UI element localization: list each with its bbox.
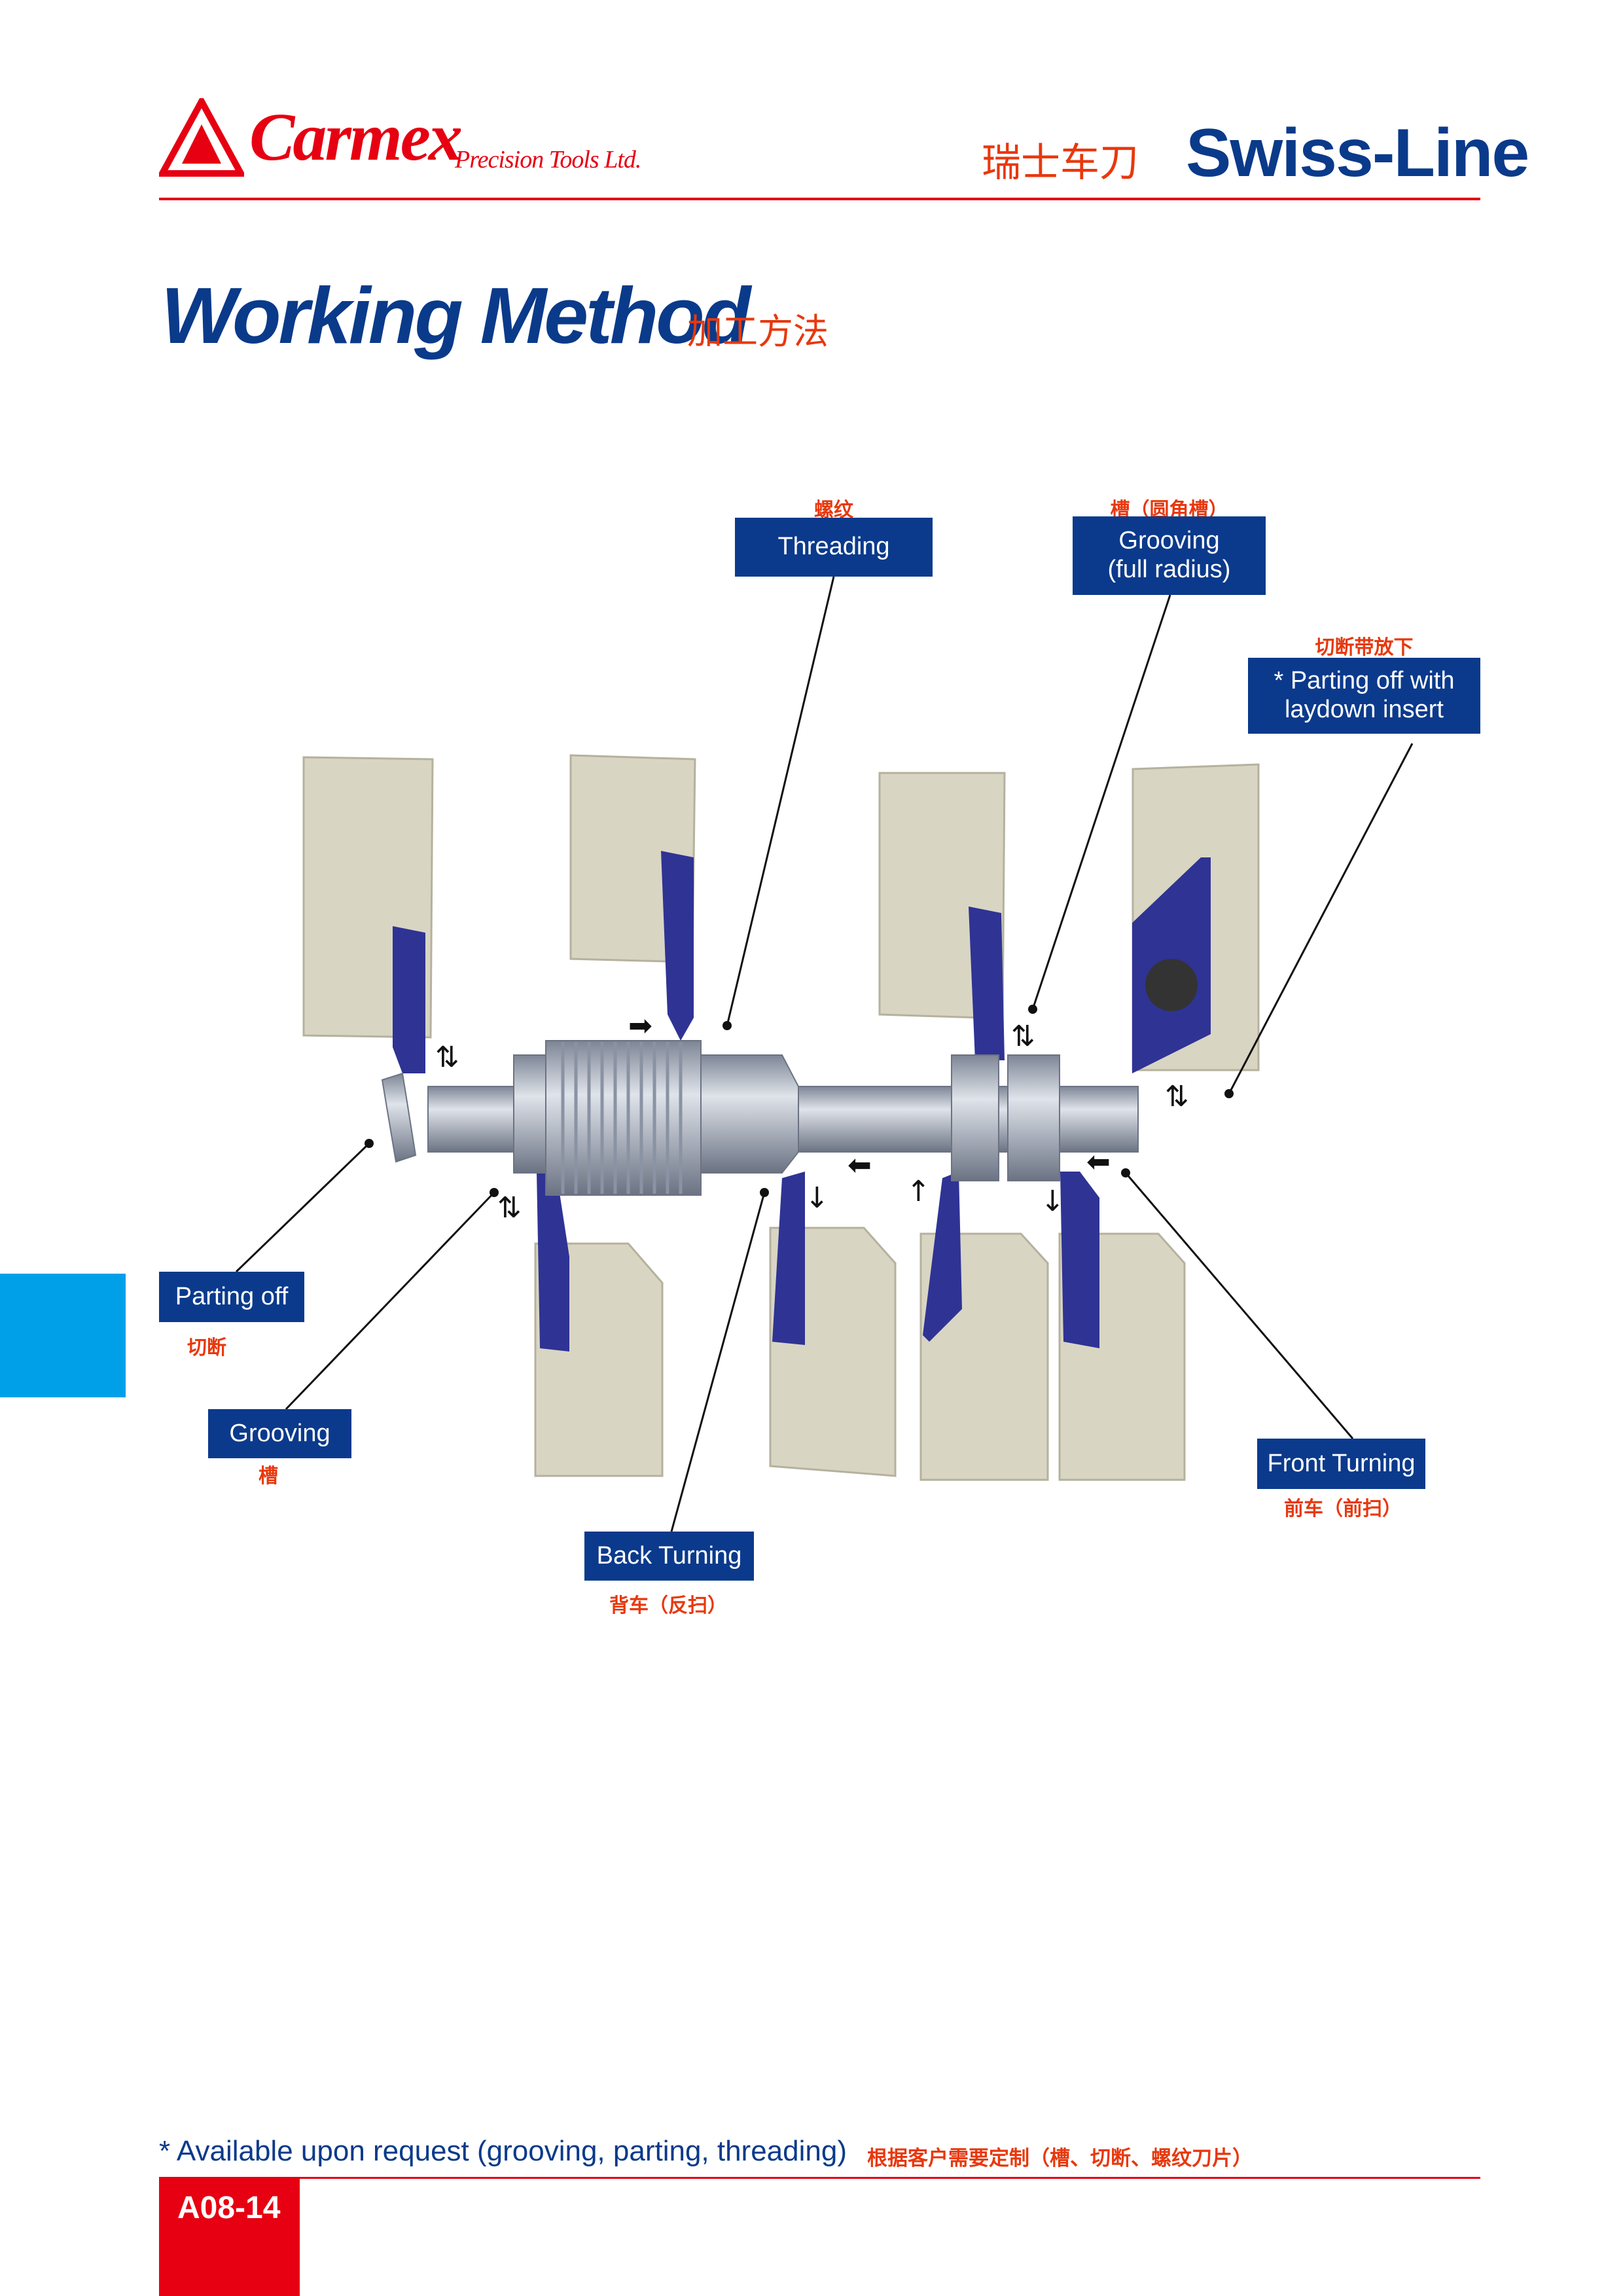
footnote-cn: 根据客户需要定制（槽、切断、螺纹刀片）: [867, 2147, 1253, 2170]
svg-text:⇅: ⇅: [1011, 1020, 1035, 1053]
grooving-text: Grooving: [229, 1419, 330, 1447]
product-line-title: Swiss-Line: [1186, 115, 1529, 191]
back-turning-text: Back Turning: [596, 1541, 742, 1570]
grooving-label: Grooving: [208, 1409, 351, 1458]
page-number-box: A08-14: [159, 2178, 300, 2296]
front-turning-tool: [1060, 1172, 1099, 1348]
thread-lines: [561, 1042, 683, 1194]
parting-off-with-text: * Parting off with: [1274, 667, 1455, 695]
threading-label: Threading: [735, 518, 933, 577]
grooving-tool-lower: [537, 1172, 569, 1352]
full-radius-text: (full radius): [1107, 556, 1231, 583]
parting-off-text: Parting off: [175, 1282, 289, 1310]
threading-text: Threading: [777, 533, 890, 561]
page-title-cn: 加工方法: [687, 311, 829, 352]
grooving-full-radius-label: Grooving(full radius): [1073, 516, 1266, 595]
page-number: A08-14: [177, 2191, 281, 2225]
carmex-logo: Carmex Precision Tools Ltd.: [159, 98, 643, 180]
header-divider: [159, 198, 1480, 200]
svg-text:⇅: ⇅: [497, 1191, 522, 1225]
svg-text:↓: ↓: [1041, 1185, 1065, 1218]
parting-off-label-cn: 切断: [187, 1336, 226, 1359]
feed-arrows: ⇅ ➡ ⇅ ⇅ ⇅ ⬅ ↓ ↑ ↓ ⬅: [435, 1009, 1189, 1225]
grooving-label-cn: 槽: [259, 1465, 278, 1488]
insert-screw: [1145, 959, 1198, 1011]
parting-tool: [393, 926, 425, 1073]
svg-text:↓: ↓: [805, 1181, 829, 1215]
workpiece-collar: [513, 1054, 547, 1174]
brand-subtitle: Precision Tools Ltd.: [455, 146, 641, 173]
back-turning-label: Back Turning: [584, 1532, 754, 1581]
grooving-tool: [969, 906, 1005, 1060]
front-turning-label: Front Turning: [1257, 1439, 1425, 1489]
leader-arrowheads: [365, 1005, 1234, 1197]
front-turning-label-cn: 前车（前扫）: [1284, 1498, 1402, 1520]
svg-text:⬅: ⬅: [847, 1149, 872, 1182]
grooving-text: Grooving: [1118, 527, 1220, 555]
carmex-triangle-icon: [159, 98, 244, 177]
svg-text:⬅: ⬅: [1086, 1145, 1111, 1179]
front-turning-text: Front Turning: [1267, 1449, 1416, 1477]
back-turning-label-cn: 背车（反扫）: [609, 1594, 727, 1617]
workpiece-thread: [545, 1040, 702, 1196]
svg-text:⇅: ⇅: [435, 1041, 459, 1074]
laydown-insert-text: laydown insert: [1285, 696, 1444, 723]
leader-lines: [235, 576, 1414, 1532]
parted-disc: [381, 1072, 417, 1163]
svg-text:↑: ↑: [906, 1175, 931, 1208]
threading-tool: [661, 851, 694, 1041]
workpiece-groove-collar: [951, 1054, 999, 1181]
footer-divider: [159, 2177, 1480, 2179]
parting-off-label: Parting off: [159, 1272, 304, 1322]
footnote: * Available upon request (grooving, part…: [159, 2135, 847, 2167]
svg-text:⇅: ⇅: [1165, 1080, 1189, 1113]
brand-name: Carmex: [249, 99, 463, 175]
section-tab: [0, 1274, 126, 1397]
workpiece-groove-collar: [1007, 1054, 1060, 1181]
back-turning-tool: [772, 1172, 805, 1345]
parting-laydown-label-cn: 切断带放下: [1315, 636, 1414, 659]
svg-text:➡: ➡: [628, 1009, 652, 1043]
workpiece-body: [700, 1054, 799, 1174]
page-title: Working Method: [161, 271, 751, 360]
grooving-tool-lower: [923, 1172, 962, 1342]
header-cn-title: 瑞士车刀: [982, 140, 1139, 186]
